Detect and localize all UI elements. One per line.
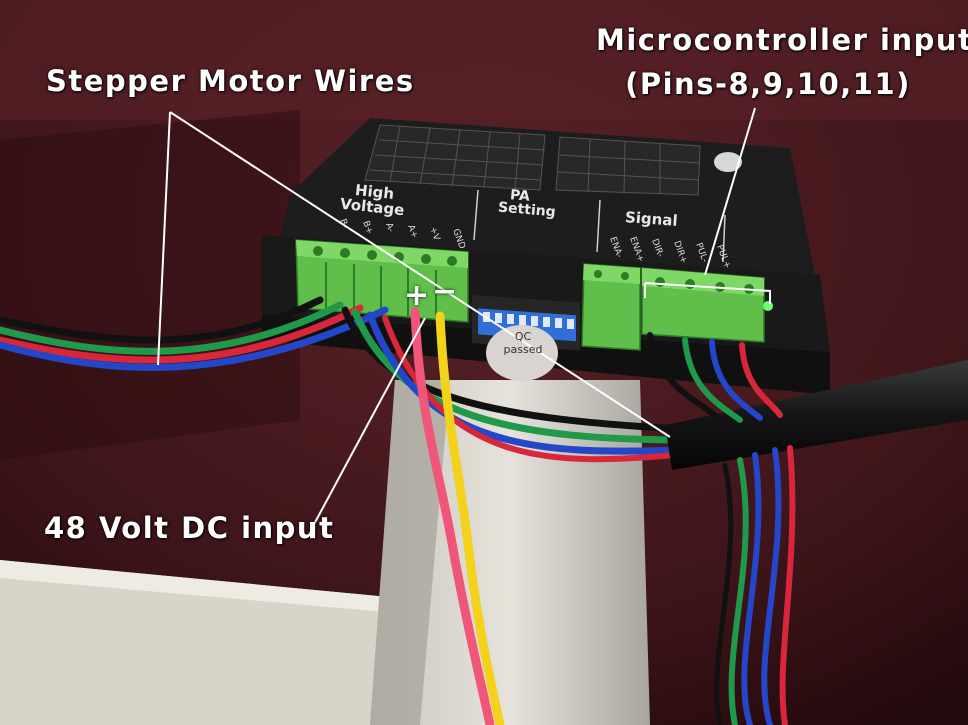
driver-signal-text: Signal [624,208,679,230]
bottom-board-edge [0,560,420,615]
label-48v-dc-input: 48 Volt DC input [44,511,335,545]
power-wires [410,307,505,725]
brand-badge [714,152,742,172]
background-shadow [0,110,300,460]
cable-sheath [665,360,968,470]
qc-sticker-text: QC passed [488,330,558,356]
background-beam [0,0,968,120]
label-microcontroller-input: Microcontroller input (Pins-8,9,10,11) [596,18,968,106]
svg-text:+V: +V [427,226,441,243]
qc-line1: QC [514,330,532,343]
svg-text:A-: A- [383,222,396,234]
panel-dividers [473,189,726,263]
mount-bracket-shadow [370,380,450,725]
callout-lines [157,107,771,529]
signal-wires [647,332,796,725]
label-microcontroller-line1: Microcontroller input [596,23,968,57]
qc-line2: passed [503,343,543,356]
polarity-plus: + [404,278,430,313]
label-stepper-motor-wires: Stepper Motor Wires [46,64,415,98]
encoder-cable-wires [341,306,704,463]
svg-text:A+: A+ [405,224,419,240]
polarity-minus: − [432,274,458,309]
status-led [763,301,773,311]
qc-sticker [486,325,558,381]
power-motor-terminal [295,239,469,323]
label-microcontroller-line2: (Pins-8,9,10,11) [625,67,911,101]
enable-terminal [581,263,641,351]
svg-text:B+: B+ [360,220,374,236]
heatsink-grid [364,124,701,196]
signal-terminal [641,267,765,343]
